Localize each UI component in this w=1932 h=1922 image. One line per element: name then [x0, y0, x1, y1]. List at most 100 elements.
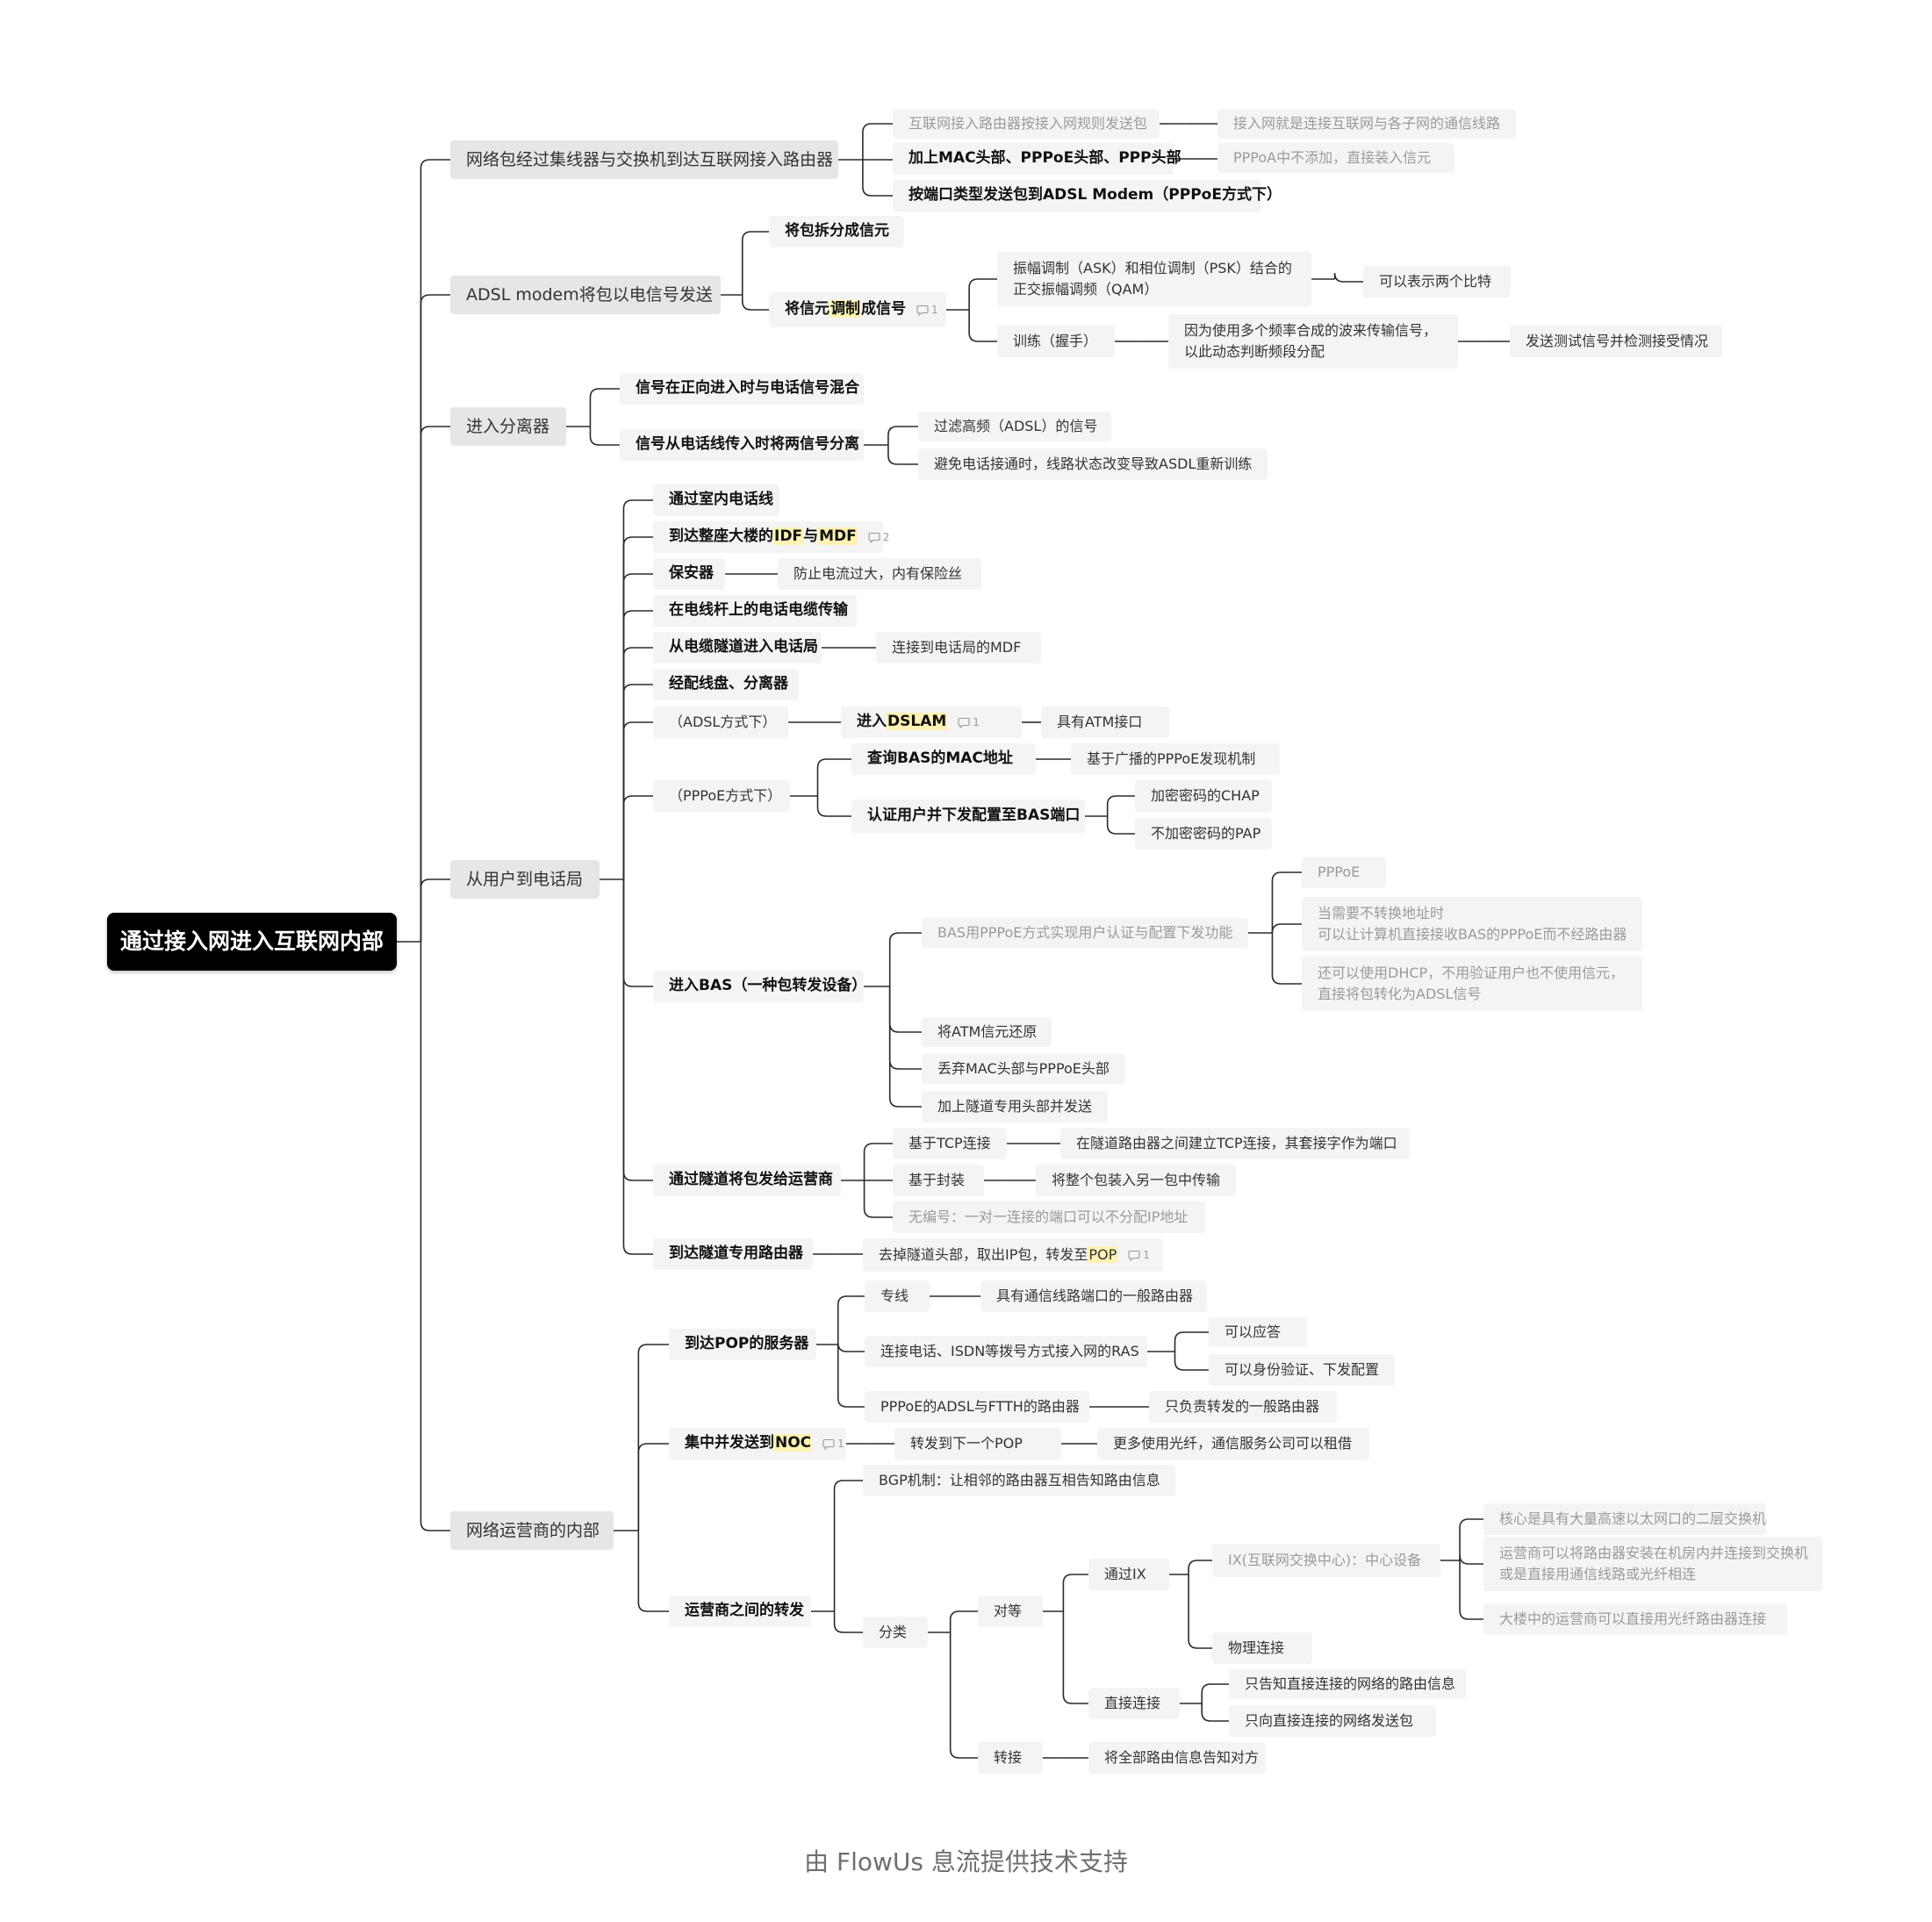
mindmap-node-d9b[interactable]: 将ATM信元还原: [922, 1017, 1052, 1047]
mindmap-node-a2[interactable]: 加上MAC头部、PPPoE头部、PPP头部: [893, 143, 1181, 175]
mindmap-node-d9a[interactable]: BAS用PPPoE方式实现用户认证与配置下发功能: [922, 918, 1248, 948]
mindmap-node-a1[interactable]: 互联网接入路由器按接入网规则发送包: [893, 109, 1160, 139]
mindmap-node-d6[interactable]: 经配线盘、分离器: [653, 669, 799, 700]
mindmap-node-e3[interactable]: 运营商之间的转发: [669, 1596, 811, 1627]
mindmap-node-e1[interactable]: 到达POP的服务器: [669, 1329, 816, 1360]
mindmap-node-e1c[interactable]: PPPoE的ADSL与FTTH的路由器: [865, 1391, 1089, 1423]
mindmap-node-d9[interactable]: 进入BAS（一种包转发设备）: [653, 971, 866, 1002]
node-text: 具有通信线路端口的一般路由器: [996, 1287, 1194, 1304]
connector-branch: [1188, 1574, 1212, 1649]
mindmap-node-e2a1[interactable]: 更多使用光纤，通信服务公司可以租借: [1097, 1428, 1369, 1459]
mindmap-node-e3b1b[interactable]: 直接连接: [1088, 1688, 1180, 1719]
mindmap-node-e3b1a1[interactable]: IX(互联网交换中心)：中心设备: [1212, 1544, 1440, 1577]
mindmap-node-b2b[interactable]: 训练（握手）: [997, 326, 1115, 357]
mindmap-node-e3b1a1b[interactable]: 运营商可以将路由器安装在机房内并连接到交换机或是直接用通信线路或光纤相连: [1483, 1537, 1822, 1591]
mindmap-node-d7a1[interactable]: 具有ATM接口: [1041, 706, 1169, 738]
mindmap-node-e3b1a[interactable]: 通过IX: [1088, 1559, 1169, 1590]
node-text: BGP机制：让相邻的路由器互相告知路由信息: [879, 1472, 1160, 1488]
mindmap-node-d5[interactable]: 从电缆隧道进入电话局: [653, 632, 822, 663]
mindmap-node-d8a1[interactable]: 基于广播的PPPoE发现机制: [1071, 743, 1280, 775]
comment-count-badge[interactable]: 1: [1128, 1247, 1150, 1263]
connector-branch: [1333, 272, 1363, 283]
mindmap-node-e3b2[interactable]: 转接: [978, 1742, 1043, 1774]
mindmap-node-e1b2[interactable]: 可以身份验证、下发配置: [1209, 1354, 1395, 1386]
connector-branch: [1459, 1518, 1483, 1560]
mindmap-node-d8a[interactable]: 查询BAS的MAC地址: [851, 743, 1036, 775]
mindmap-node-d9a3[interactable]: 还可以使用DHCP，不用验证用户也不使用信元，直接将包转化为ADSL信号: [1302, 957, 1642, 1011]
mindmap-node-d10c[interactable]: 无编号：一对一连接的端口可以不分配IP地址: [893, 1201, 1205, 1233]
mindmap-node-d3[interactable]: 保安器: [653, 558, 725, 590]
connector-branch: [1201, 1703, 1229, 1722]
mindmap-node-c2b[interactable]: 避免电话接通时，线路状态改变导致ASDL重新训练: [918, 448, 1268, 480]
mindmap-node-e3b1b1[interactable]: 只告知直接连接的网络的路由信息: [1229, 1669, 1466, 1699]
mindmap-node-b2a1[interactable]: 可以表示两个比特: [1363, 266, 1511, 298]
mindmap-node-e3b1b2[interactable]: 只向直接连接的网络发送包: [1229, 1705, 1436, 1737]
mindmap-node-d10[interactable]: 通过隧道将包发给运营商: [653, 1165, 841, 1196]
mindmap-node-e[interactable]: 网络运营商的内部: [450, 1511, 614, 1550]
mindmap-node-d3a[interactable]: 防止电流过大，内有保险丝: [778, 558, 981, 590]
mindmap-node-d9a2[interactable]: 当需要不转换地址时可以让计算机直接接收BAS的PPPoE而不经路由器: [1302, 897, 1642, 951]
mindmap-node-d10b[interactable]: 基于封装: [893, 1165, 984, 1196]
connector-branch: [888, 932, 922, 986]
mindmap-node-d9d[interactable]: 加上隧道专用头部并发送: [922, 1091, 1108, 1122]
mindmap-node-b2b1[interactable]: 因为使用多个频率合成的波来传输信号，以此动态判断频段分配: [1168, 314, 1458, 369]
mindmap-node-d4[interactable]: 在电线杆上的电话电缆传输: [653, 595, 857, 627]
mindmap-node-b2a[interactable]: 振幅调制（ASK）和相位调制（PSK）结合的正交振幅调频（QAM）: [997, 252, 1311, 306]
mindmap-node-e3b[interactable]: 分类: [863, 1617, 928, 1648]
mindmap-node-b2b2[interactable]: 发送测试信号并检测接受情况: [1510, 326, 1722, 357]
mindmap-node-e1b[interactable]: 连接电话、ISDN等拨号方式接入网的RAS: [865, 1336, 1147, 1367]
mindmap-node-e3b2a[interactable]: 将全部路由信息告知对方: [1088, 1742, 1266, 1774]
mindmap-node-d9c[interactable]: 丢弃MAC头部与PPPoE头部: [922, 1054, 1125, 1084]
mindmap-node-e3b1a2[interactable]: 物理连接: [1212, 1632, 1312, 1664]
mindmap-node-d11[interactable]: 到达隧道专用路由器: [653, 1238, 813, 1270]
mindmap-node-e3b1[interactable]: 对等: [978, 1596, 1043, 1627]
mindmap-node-d10b1[interactable]: 将整个包装入另一包中传输: [1036, 1165, 1236, 1196]
mindmap-node-e2a[interactable]: 转发到下一个POP: [894, 1428, 1061, 1459]
node-text: 加上隧道专用头部并发送: [937, 1098, 1093, 1115]
mindmap-node-c2a[interactable]: 过滤高频（ADSL）的信号: [918, 412, 1111, 441]
mindmap-node-e3b1a1c[interactable]: 大楼中的运营商可以直接用光纤路由器连接: [1483, 1603, 1787, 1635]
mindmap-node-c[interactable]: 进入分离器: [450, 407, 566, 446]
node-text: 更多使用光纤，通信服务公司可以租借: [1113, 1435, 1353, 1452]
mindmap-node-d8[interactable]: （PPPoE方式下）: [653, 780, 790, 812]
comment-count-badge[interactable]: 1: [822, 1436, 844, 1452]
comment-count-badge[interactable]: 2: [868, 529, 889, 545]
mindmap-node-e3a[interactable]: BGP机制：让相邻的路由器互相告知路由信息: [863, 1465, 1175, 1496]
mindmap-node-e3b1a1a[interactable]: 核心是具有大量高速以太网口的二层交换机: [1483, 1503, 1766, 1535]
mindmap-node-e1c1[interactable]: 只负责转发的一般路由器: [1149, 1391, 1337, 1423]
mindmap-node-d8b2[interactable]: 不加密密码的PAP: [1135, 818, 1272, 850]
mindmap-node-d8b[interactable]: 认证用户并下发配置至BAS端口: [851, 800, 1085, 833]
mindmap-node-d10a[interactable]: 基于TCP连接: [893, 1128, 1007, 1159]
mindmap-node-d8b1[interactable]: 加密密码的CHAP: [1135, 780, 1272, 812]
comment-count-badge[interactable]: 1: [958, 714, 980, 730]
mindmap-node-a1a[interactable]: 接入网就是连接互联网与各子网的通信线路: [1217, 109, 1516, 139]
comment-count-badge[interactable]: 1: [916, 302, 938, 318]
mindmap-node-b[interactable]: ADSL modem将包以电信号发送: [450, 276, 721, 314]
comment-icon: [868, 532, 880, 543]
mindmap-node-e1a1[interactable]: 具有通信线路端口的一般路由器: [980, 1280, 1207, 1312]
node-text: ADSL modem将包以电信号发送: [466, 284, 713, 305]
mindmap-node-d10a1[interactable]: 在隧道路由器之间建立TCP连接，其套接字作为端口: [1060, 1128, 1410, 1159]
mindmap-node-e1b1[interactable]: 可以应答: [1209, 1317, 1307, 1347]
node-text: 运营商之间的转发: [685, 1602, 804, 1620]
mindmap-node-d7[interactable]: （ADSL方式下）: [653, 706, 788, 738]
node-text: 过滤高频（ADSL）的信号: [934, 418, 1098, 434]
mindmap-node-c1[interactable]: 信号在正向进入时与电话信号混合: [620, 373, 864, 405]
mindmap-node-a3[interactable]: 按端口类型发送包到ADSL Modem（PPPoE方式下）: [893, 180, 1282, 212]
mindmap-node-a2a[interactable]: PPPoA中不添加，直接装入信元: [1217, 143, 1454, 173]
mindmap-node-d5a[interactable]: 连接到电话局的MDF: [876, 632, 1041, 663]
mindmap-node-e1a[interactable]: 专线: [865, 1280, 930, 1312]
root-node[interactable]: 通过接入网进入互联网内部: [107, 913, 397, 971]
node-text: 可以表示两个比特: [1379, 273, 1492, 290]
mindmap-node-d9a1[interactable]: PPPoE: [1302, 857, 1386, 888]
mindmap-node-a[interactable]: 网络包经过集线器与交换机到达互联网接入路由器: [450, 140, 838, 179]
mindmap-node-d[interactable]: 从用户到电话局: [450, 860, 600, 899]
mindmap-node-c2[interactable]: 信号从电话线传入时将两信号分离: [620, 429, 864, 461]
mindmap-node-d1[interactable]: 通过室内电话线: [653, 484, 779, 516]
mindmap-node-b1[interactable]: 将包拆分成信元: [769, 216, 904, 247]
